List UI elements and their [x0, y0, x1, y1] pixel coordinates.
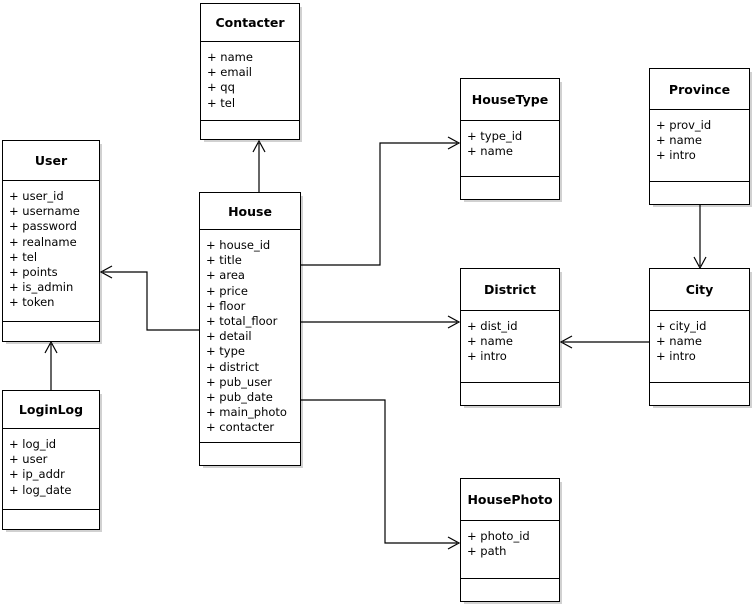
attribute: + log_id — [9, 437, 57, 451]
class-title-district: District — [461, 269, 559, 311]
class-box-housephoto[interactable]: HousePhoto + photo_id + path — [460, 478, 560, 602]
class-title-housephoto: HousePhoto — [461, 479, 559, 521]
attribute: + name — [656, 133, 702, 148]
class-operations-housephoto — [461, 579, 559, 601]
class-operations-housetype — [461, 177, 559, 199]
class-box-loginlog[interactable]: LoginLog + log_id + user + ip_addr + log… — [2, 390, 100, 530]
attribute: + prov_id — [656, 118, 712, 132]
class-attributes-loginlog: + log_id + user + ip_addr + log_date — [3, 429, 99, 510]
edge-city-district — [559, 335, 649, 349]
attribute: + type — [206, 344, 245, 359]
edge-loginlog-user — [44, 340, 58, 390]
attribute: + detail — [206, 329, 252, 344]
attribute: + tel — [9, 249, 38, 264]
class-attributes-user: + user_id + username + password + realna… — [3, 181, 99, 322]
class-attributes-house: + house_id + title + area + price + floo… — [200, 230, 300, 443]
edge-house-housephoto — [301, 399, 461, 550]
class-title-housetype: HouseType — [461, 79, 559, 121]
attribute: + intro — [467, 349, 507, 364]
attribute: + type_id — [467, 129, 523, 143]
edge-house-user — [99, 265, 199, 331]
attribute: + pub_date — [206, 390, 273, 405]
attribute: + realname — [9, 234, 77, 249]
attribute: + floor — [206, 298, 246, 313]
attribute: + points — [9, 265, 58, 280]
class-operations-city — [650, 383, 749, 405]
class-attributes-district: + dist_id + name + intro — [461, 311, 559, 383]
attribute: + name — [656, 334, 702, 349]
class-box-district[interactable]: District + dist_id + name + intro — [460, 268, 560, 406]
attribute: + email — [207, 65, 253, 80]
attribute: + path — [467, 544, 507, 559]
class-box-province[interactable]: Province + prov_id + name + intro — [649, 68, 750, 205]
class-attributes-housetype: + type_id + name — [461, 121, 559, 177]
edge-house-contacter — [252, 139, 266, 192]
attribute: + username — [9, 204, 80, 219]
class-box-city[interactable]: City + city_id + name + intro — [649, 268, 750, 406]
attribute: + price — [206, 283, 248, 298]
class-title-city: City — [650, 269, 749, 311]
class-title-house: House — [200, 193, 300, 230]
attribute: + contacter — [206, 420, 275, 435]
attribute: + ip_addr — [9, 467, 65, 482]
class-operations-district — [461, 383, 559, 405]
edge-province-city — [693, 205, 707, 270]
edge-house-district — [301, 315, 461, 329]
class-box-user[interactable]: User + user_id + username + password + r… — [2, 140, 100, 342]
class-box-housetype[interactable]: HouseType + type_id + name — [460, 78, 560, 200]
class-attributes-city: + city_id + name + intro — [650, 311, 749, 383]
attribute: + main_photo — [206, 405, 287, 420]
attribute: + user — [9, 452, 48, 467]
class-operations-loginlog — [3, 510, 99, 529]
attribute: + pub_user — [206, 374, 273, 389]
attribute: + intro — [656, 148, 696, 163]
class-attributes-province: + prov_id + name + intro — [650, 110, 749, 182]
attribute: + name — [467, 334, 513, 349]
class-operations-user — [3, 322, 99, 341]
attribute: + district — [206, 359, 260, 374]
attribute: + house_id — [206, 238, 271, 252]
class-title-contacter: Contacter — [201, 4, 299, 42]
class-operations-house — [200, 443, 300, 465]
class-title-province: Province — [650, 69, 749, 110]
attribute: + qq — [207, 80, 235, 95]
edge-house-housetype — [301, 136, 461, 266]
class-attributes-contacter: + name + email + qq + tel — [201, 42, 299, 121]
attribute: + title — [206, 253, 242, 268]
attribute: + total_floor — [206, 314, 278, 329]
attribute: + area — [206, 268, 245, 283]
attribute: + intro — [656, 349, 696, 364]
class-box-contacter[interactable]: Contacter + name + email + qq + tel — [200, 3, 300, 140]
attribute: + dist_id — [467, 319, 518, 333]
class-box-house[interactable]: House + house_id + title + area + price … — [199, 192, 301, 466]
class-title-loginlog: LoginLog — [3, 391, 99, 429]
attribute: + name — [467, 144, 513, 159]
attribute: + token — [9, 295, 55, 310]
attribute: + tel — [207, 95, 236, 110]
attribute: + password — [9, 219, 77, 234]
attribute: + is_admin — [9, 280, 74, 295]
class-title-user: User — [3, 141, 99, 181]
attribute: + city_id — [656, 319, 707, 333]
attribute: + log_date — [9, 482, 72, 497]
attribute: + photo_id — [467, 529, 530, 543]
attribute: + name — [207, 50, 253, 64]
attribute: + user_id — [9, 189, 64, 203]
class-operations-province — [650, 182, 749, 204]
class-operations-contacter — [201, 121, 299, 139]
class-attributes-housephoto: + photo_id + path — [461, 521, 559, 579]
